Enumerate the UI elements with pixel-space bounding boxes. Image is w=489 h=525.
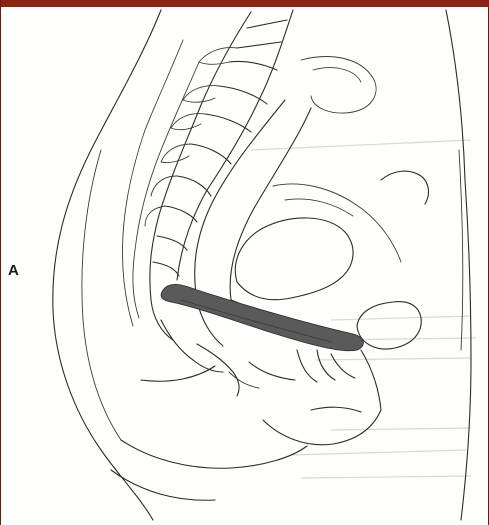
external-genitalia [229, 350, 355, 388]
anal-canal [161, 320, 223, 372]
peritoneum-line [273, 184, 401, 262]
sigmoid-loop [301, 57, 376, 113]
thigh-posterior [121, 440, 307, 468]
posterior-body-outline [53, 10, 161, 520]
thigh-anterior [263, 410, 381, 445]
peritoneum-line-2 [285, 199, 353, 216]
perineal-body [197, 344, 239, 396]
inner-thigh-line [311, 407, 361, 412]
anterior-wall-inner [459, 150, 463, 350]
abdominal-fold [381, 171, 428, 204]
bleed-through-lines [251, 140, 476, 478]
anterior-abdominal-wall [446, 10, 471, 520]
sacral-canal-outer [122, 40, 183, 326]
bladder [357, 302, 421, 349]
sacral-canal [133, 62, 199, 318]
uterus [235, 218, 353, 300]
buttock-fold [82, 150, 121, 440]
perineum-contour [141, 366, 215, 381]
gluteal-fold [111, 470, 215, 500]
pelvic-floor-muscle [161, 284, 363, 350]
sigmoid-loop-inner [313, 68, 361, 82]
panel-label: A [8, 262, 19, 279]
rectum-wall-anterior [230, 108, 311, 300]
